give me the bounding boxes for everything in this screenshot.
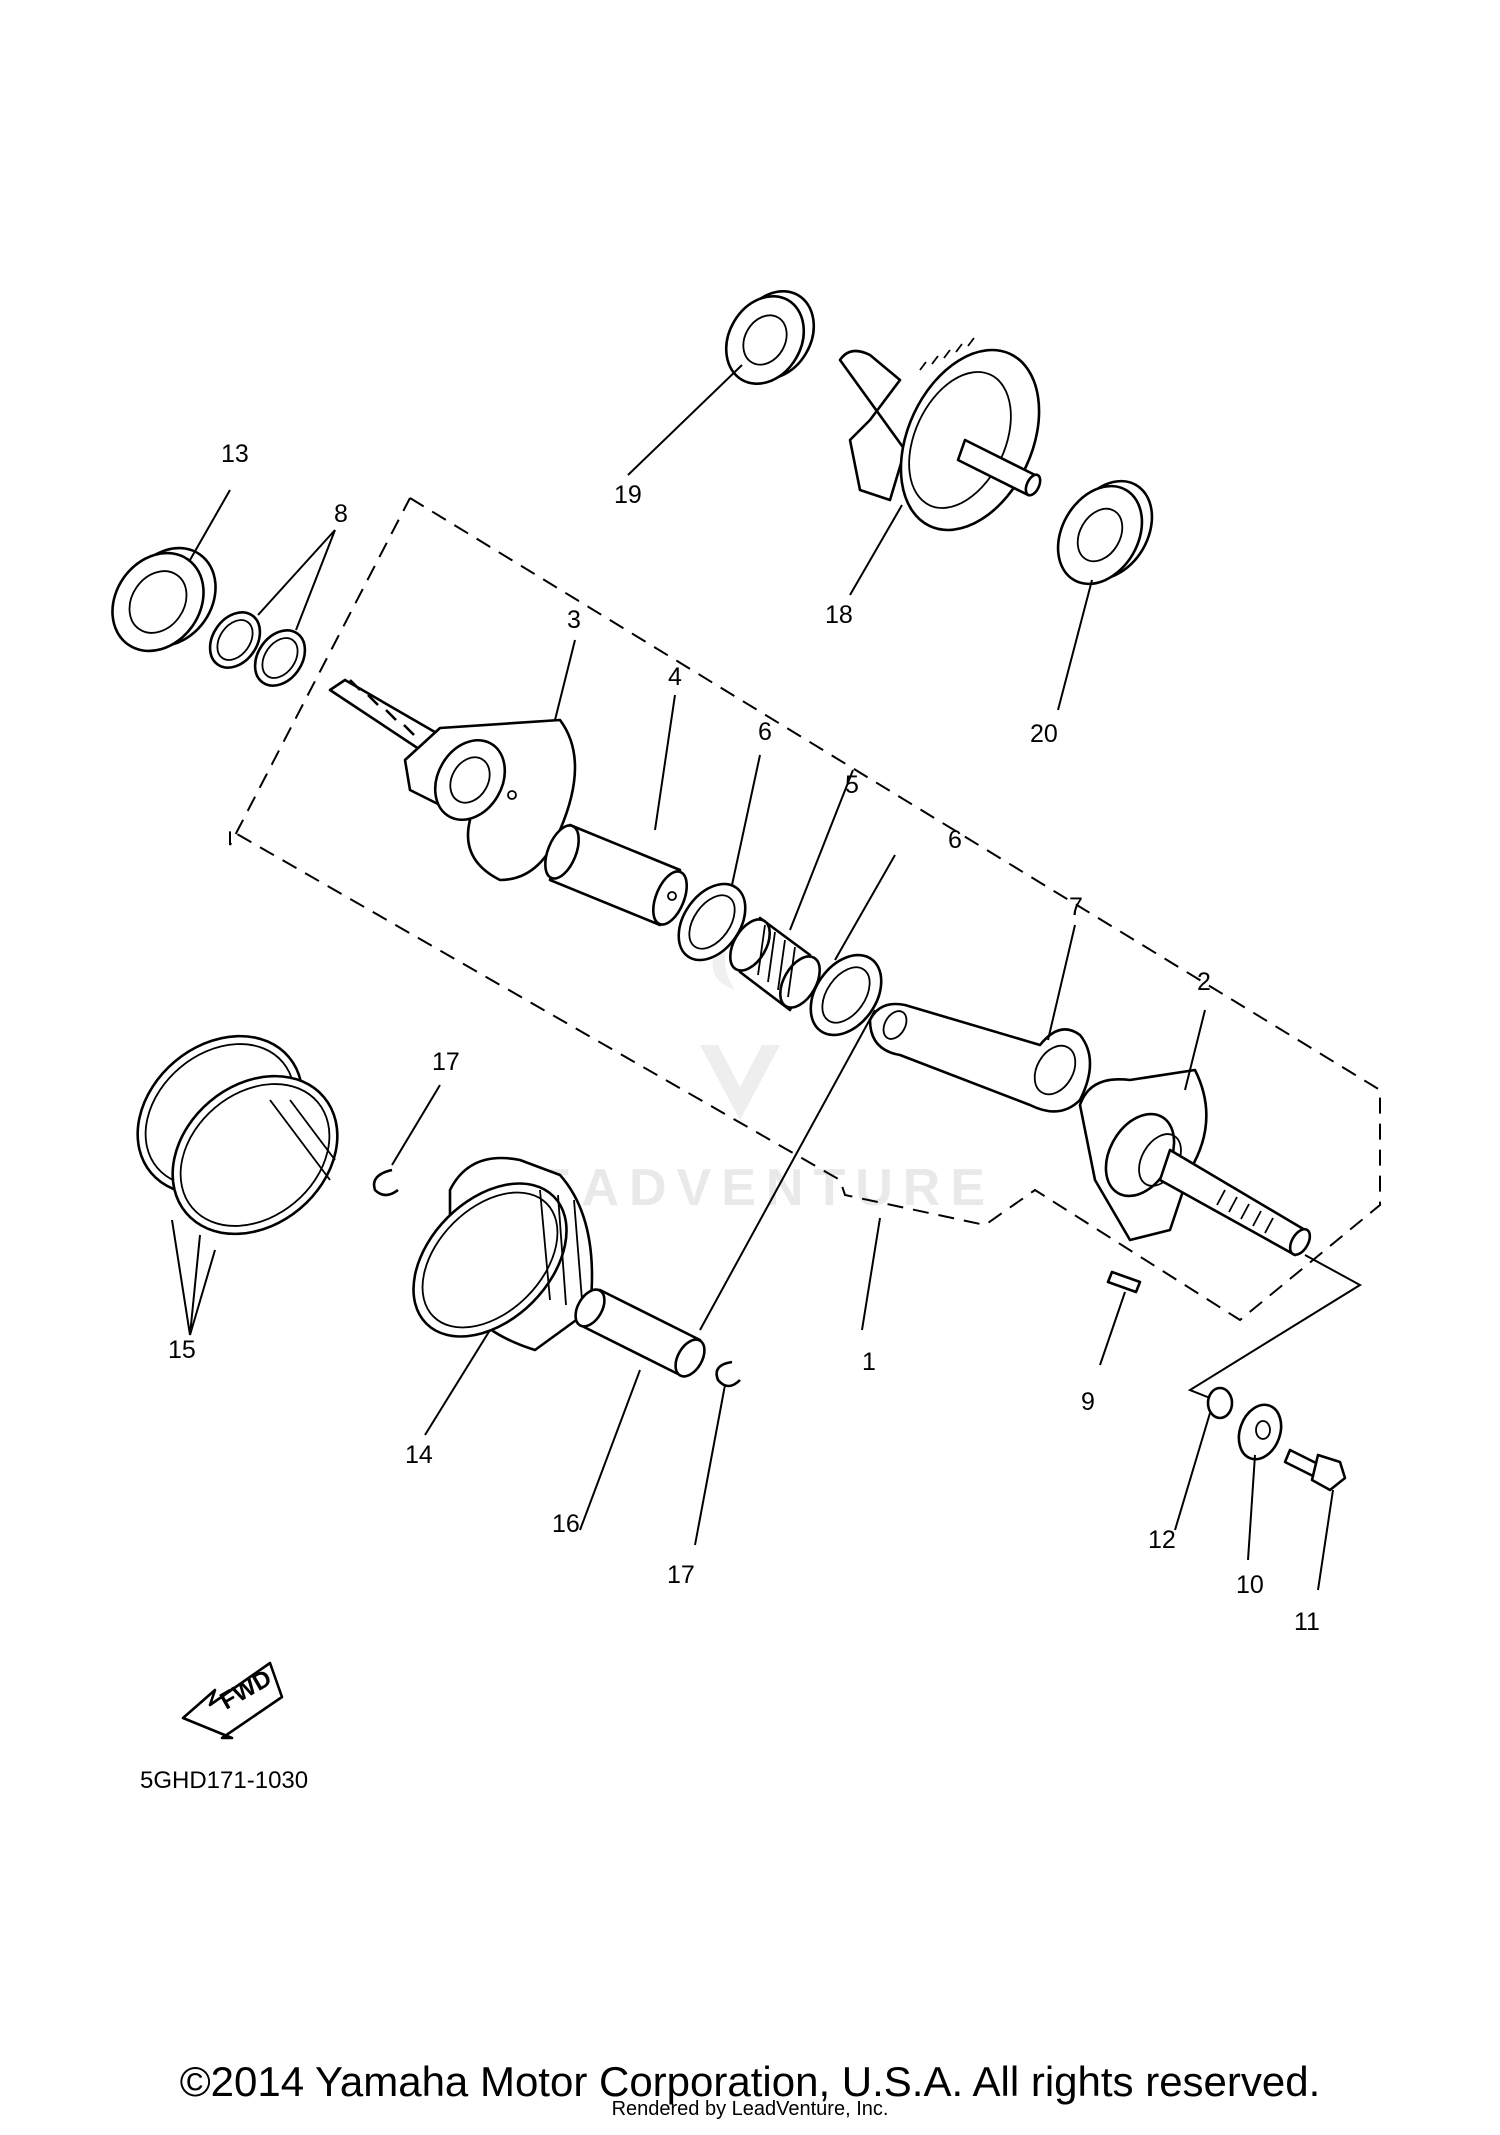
callout-17-a: 17: [432, 1048, 460, 1076]
callout-13: 13: [221, 440, 249, 468]
leader-lines: [171, 364, 1362, 1591]
callout-17-b: 17: [667, 1561, 695, 1589]
callout-5: 5: [845, 771, 859, 799]
bearing-20[interactable]: [1041, 466, 1169, 599]
fwd-arrow-icon: FWD: [181, 1661, 284, 1740]
ring-12[interactable]: [1206, 1386, 1234, 1420]
callout-7: 7: [1069, 893, 1083, 921]
callout-1: 1: [862, 1348, 876, 1376]
bearing-19[interactable]: [711, 277, 829, 398]
callout-6-b: 6: [948, 826, 962, 854]
crankshaft-assembly-outline: [229, 497, 1381, 1322]
ring-8-pair[interactable]: [200, 603, 315, 695]
connecting-rod-7[interactable]: [868, 1002, 1092, 1113]
washer-10[interactable]: [1232, 1399, 1289, 1465]
crank-half-right-2[interactable]: [1078, 1068, 1314, 1258]
callout-12: 12: [1148, 1526, 1176, 1554]
key-9[interactable]: [1106, 1270, 1142, 1294]
washer-6-left[interactable]: [665, 872, 759, 973]
callout-20: 20: [1030, 720, 1058, 748]
crank-pin-4[interactable]: [539, 821, 694, 929]
copyright-notice: ©2014 Yamaha Motor Corporation, U.S.A. A…: [179, 2058, 1321, 2105]
callout-6-a: 6: [758, 718, 772, 746]
bearing-13[interactable]: [94, 530, 234, 668]
piston-rings-15[interactable]: [106, 1004, 369, 1267]
circlip-17-upper[interactable]: [372, 1168, 399, 1197]
crank-half-left-3[interactable]: [328, 678, 577, 882]
callout-labels: 1 2 3 4 5 6 6 7 8 9 10 11 12 13 14 15 16…: [168, 440, 1320, 1636]
callout-18: 18: [825, 601, 853, 629]
callout-14: 14: [405, 1441, 433, 1469]
callout-2: 2: [1197, 968, 1211, 996]
callout-10: 10: [1236, 1571, 1264, 1599]
callout-9: 9: [1081, 1388, 1095, 1416]
piston-14[interactable]: [384, 1154, 596, 1366]
diagram-code: 5GHD171-1030: [140, 1767, 308, 1794]
callout-11: 11: [1294, 1608, 1320, 1636]
callout-8: 8: [334, 500, 348, 528]
washer-6-right[interactable]: [796, 942, 896, 1049]
bolt-11[interactable]: [1283, 1448, 1347, 1492]
circlip-17-lower[interactable]: [715, 1360, 741, 1388]
callout-15: 15: [168, 1336, 196, 1364]
callout-19: 19: [614, 481, 642, 509]
piston-pin-16[interactable]: [570, 1285, 711, 1382]
callout-4: 4: [668, 663, 682, 691]
rendered-by-notice: Rendered by LeadVenture, Inc.: [611, 2098, 889, 2120]
balancer-gear-18[interactable]: [838, 328, 1066, 553]
needle-bearing-5[interactable]: [722, 913, 828, 1014]
callout-16: 16: [552, 1510, 580, 1538]
callout-3: 3: [567, 606, 581, 634]
